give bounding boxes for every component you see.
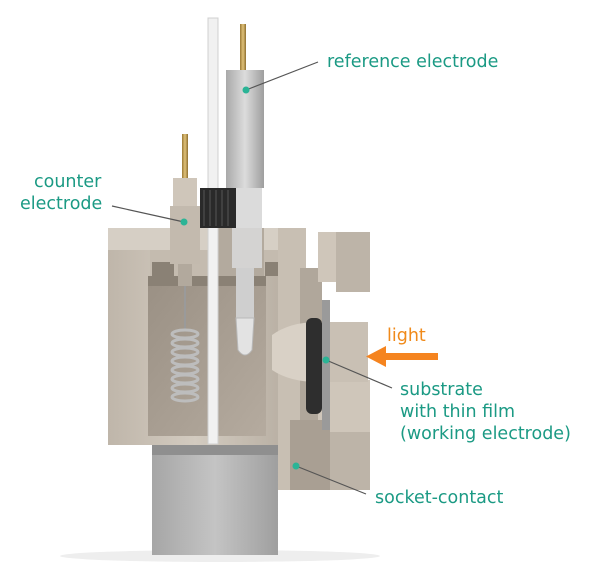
label-counter-line2: electrode xyxy=(20,194,103,214)
marker-dots xyxy=(180,86,330,470)
label-substrate-line2: with thin film xyxy=(400,402,516,422)
label-light: light xyxy=(387,326,426,346)
leader-lines xyxy=(111,61,393,495)
marker-counter xyxy=(180,218,188,226)
marker-substrate xyxy=(322,356,330,364)
label-reference-electrode: reference electrode xyxy=(327,52,499,72)
label-counter-line1: counter xyxy=(34,172,102,192)
reference-electrode-assembly xyxy=(200,17,264,445)
counter-electrode-assembly xyxy=(170,134,200,403)
marker-socket xyxy=(292,462,300,470)
ground-shadow xyxy=(60,550,380,562)
base-block xyxy=(152,445,278,555)
label-substrate-line3: (working electrode) xyxy=(400,424,571,444)
label-socket-contact: socket-contact xyxy=(375,488,504,508)
leader-reference xyxy=(245,61,319,91)
label-substrate-line1: substrate xyxy=(400,380,483,400)
leader-socket xyxy=(295,465,367,495)
light-arrow-icon xyxy=(366,346,438,367)
leader-substrate xyxy=(325,359,393,389)
marker-reference xyxy=(242,86,250,94)
platinum-coil xyxy=(170,328,200,403)
leader-counter xyxy=(111,205,185,223)
